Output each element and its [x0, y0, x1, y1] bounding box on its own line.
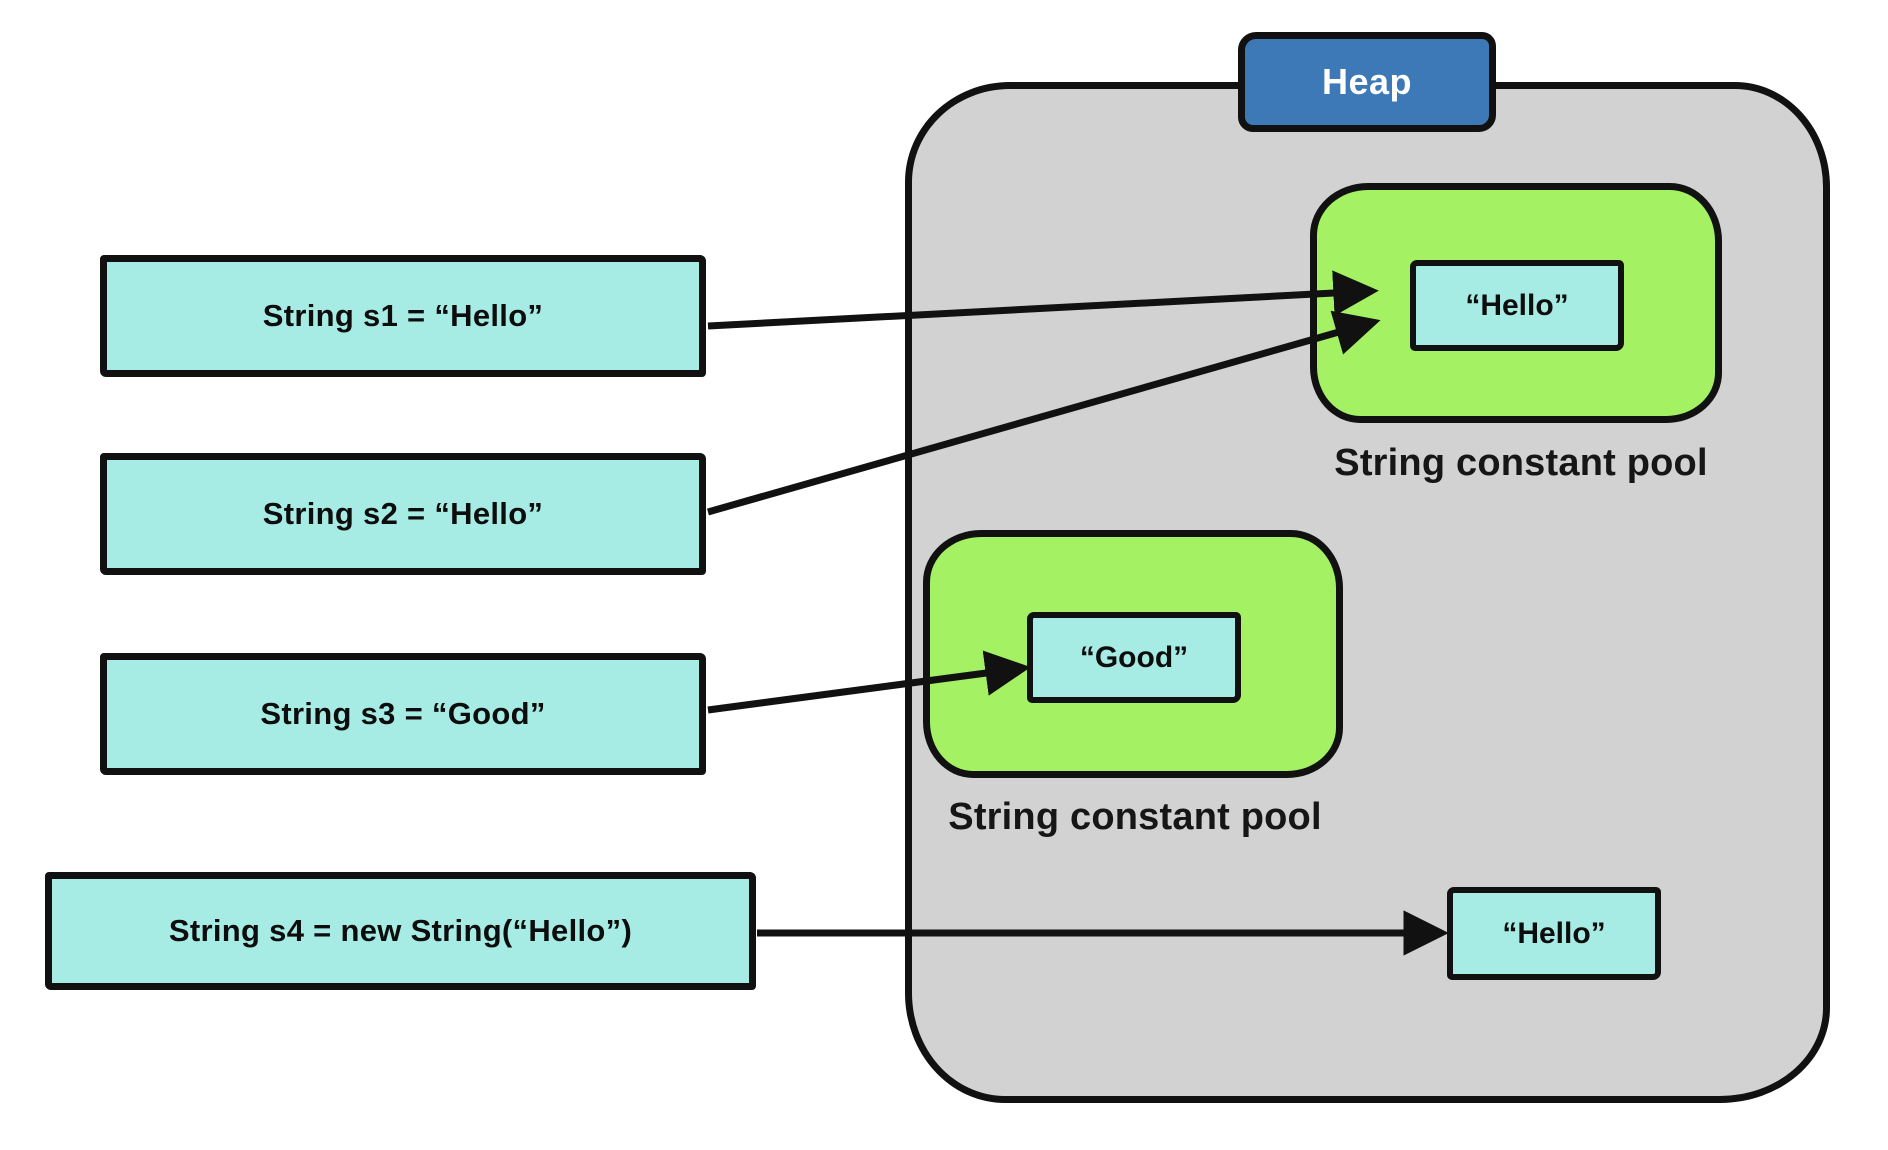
- heap-hello-object-value: “Hello”: [1502, 916, 1606, 950]
- statement-box-s2: String s2 = “Hello”: [100, 453, 706, 575]
- statement-s2-label: String s2 = “Hello”: [262, 496, 544, 531]
- heap-hello-object-box: “Hello”: [1447, 887, 1661, 980]
- pooled-hello-box: “Hello”: [1410, 260, 1624, 351]
- statement-s1-label: String s1 = “Hello”: [262, 298, 544, 333]
- heap-tab-label: Heap: [1321, 61, 1413, 102]
- heap-tab: Heap: [1238, 32, 1496, 132]
- string-constant-pool-lower-label: String constant pool: [948, 796, 1322, 838]
- pooled-good-value: “Good”: [1079, 640, 1189, 674]
- statement-box-s1: String s1 = “Hello”: [100, 255, 706, 377]
- statement-box-s4: String s4 = new String(“Hello”): [45, 872, 756, 990]
- string-constant-pool-upper-label: String constant pool: [1334, 442, 1708, 484]
- pooled-hello-value: “Hello”: [1465, 288, 1569, 322]
- statement-s3-label: String s3 = “Good”: [260, 696, 546, 731]
- statement-box-s3: String s3 = “Good”: [100, 653, 706, 775]
- pooled-good-box: “Good”: [1027, 612, 1241, 703]
- statement-s4-label: String s4 = new String(“Hello”): [168, 913, 633, 948]
